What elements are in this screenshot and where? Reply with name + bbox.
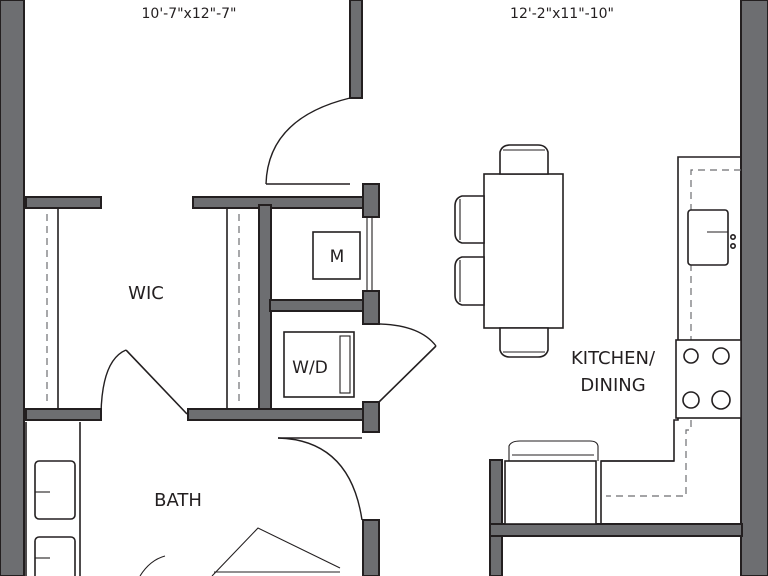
washer-dryer-label: W/D [292, 358, 328, 378]
wall-closet-bottom-left [25, 408, 102, 421]
kitchen-sink-tap-a [729, 234, 736, 241]
wall-closet-top-right [192, 196, 366, 209]
wall-kitchen-post [489, 459, 503, 576]
wall-closet-top-left [25, 196, 102, 209]
living-dimensions: 12'-2"x11"-10" [510, 6, 614, 22]
wall-bath-right [362, 519, 380, 576]
washer-dryer-unit [283, 331, 355, 398]
kitchen-label-line2: DINING [580, 375, 645, 396]
wall-wd-corner-bottom [362, 401, 380, 433]
chair-left-upper [454, 195, 485, 244]
stove-burner-4 [711, 390, 731, 410]
kitchen-upper-cabinet-line [606, 169, 741, 497]
wall-mech-corner-top [362, 183, 380, 218]
laundry-door-swing [378, 323, 437, 347]
bath-sink-upper [34, 460, 76, 520]
wall-kitchen-bottom [489, 523, 743, 537]
mechanical-label: M [330, 247, 345, 267]
stove-burner-1 [683, 348, 699, 364]
wic-door-leaf [125, 349, 188, 415]
bath-sink-lower [34, 536, 76, 576]
washer-dryer-lid [339, 335, 351, 394]
wall-mech-wd [269, 299, 366, 312]
kitchen-sink [687, 209, 729, 266]
chair-bottom [499, 327, 549, 358]
bedroom-dimensions: 10'-7"x12"-7" [142, 6, 237, 22]
bedroom-door-swing [265, 97, 351, 185]
chair-left-lower [454, 256, 485, 306]
refrigerator [504, 460, 597, 525]
mechanical-unit [312, 231, 361, 280]
wic-label: WIC [128, 283, 164, 304]
kitchen-sink-tap-b [729, 243, 736, 250]
bath-door-swing [277, 437, 363, 521]
stove-burner-2 [712, 347, 730, 365]
wic-door-swing [100, 349, 127, 415]
dining-table [483, 173, 564, 329]
bath-tub-edge [139, 555, 166, 576]
wall-wic-laundry [258, 204, 272, 421]
wall-bedroom-living [349, 0, 363, 99]
wall-closet-bottom-right [187, 408, 366, 421]
exterior-wall-left [0, 0, 25, 576]
bath-label: BATH [154, 490, 202, 511]
refrigerator-door [508, 440, 599, 461]
wall-mech-corner-bottom [362, 290, 380, 325]
exterior-wall-right [740, 0, 768, 576]
laundry-door-leaf [378, 345, 437, 403]
stove-burner-3 [682, 391, 700, 409]
bath-shower-door [211, 527, 341, 576]
kitchen-label-line1: KITCHEN/ [571, 348, 656, 369]
chair-top [499, 144, 549, 175]
